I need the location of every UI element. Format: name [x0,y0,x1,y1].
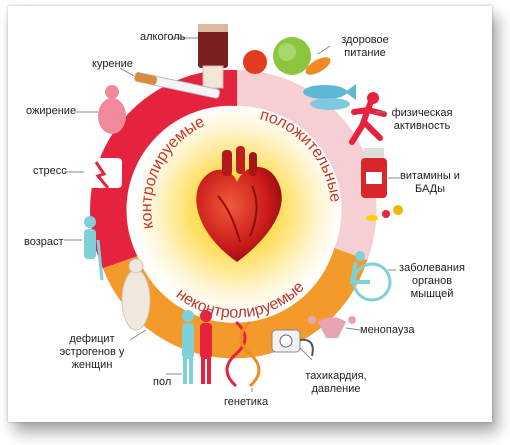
heart-illustration [196,146,282,262]
pills-bottle-icon [361,148,403,221]
obesity-icon [98,85,126,134]
runner-icon [349,92,387,145]
alcohol-icon [198,24,228,89]
statue-icon [121,258,151,331]
leader-lines [64,37,400,392]
stress-icon [84,158,122,189]
ring-segment-uncontrollable [102,248,368,359]
label-age: возраст [24,236,64,248]
label-vitamins: витамины и БАДы [400,170,460,195]
cigarette-icon [134,72,221,99]
label-nutrition: здоровое питание [341,34,389,59]
label-genetics: генетика [224,396,269,408]
label-stress: стресс [33,165,67,177]
label-activity: физическая активность [391,107,453,132]
ring-segment-positive [237,70,377,260]
label-estrogen: дефицит эстрогенов у женщин [59,333,125,371]
dna-icon [225,320,261,388]
fish-icon [303,84,356,110]
label-alcohol: алкоголь [140,31,186,43]
blood-pressure-icon [271,329,314,357]
ring-segment-controllable [90,69,238,269]
male-female-icon [182,310,212,384]
label-menopause: менопауза [360,324,415,336]
label-muscle: заболевания органов мышцей [399,262,465,300]
label-obesity: ожирение [26,105,77,117]
wheelchair-icon [349,251,392,302]
ring [90,69,377,359]
uterus-icon [308,316,356,338]
elderly-icon [84,216,116,281]
vegetables-icon [243,37,331,75]
label-smoking: курение [92,58,133,70]
label-sex: пол [153,376,172,388]
label-tachycardia: тахикардия, давление [305,370,367,395]
